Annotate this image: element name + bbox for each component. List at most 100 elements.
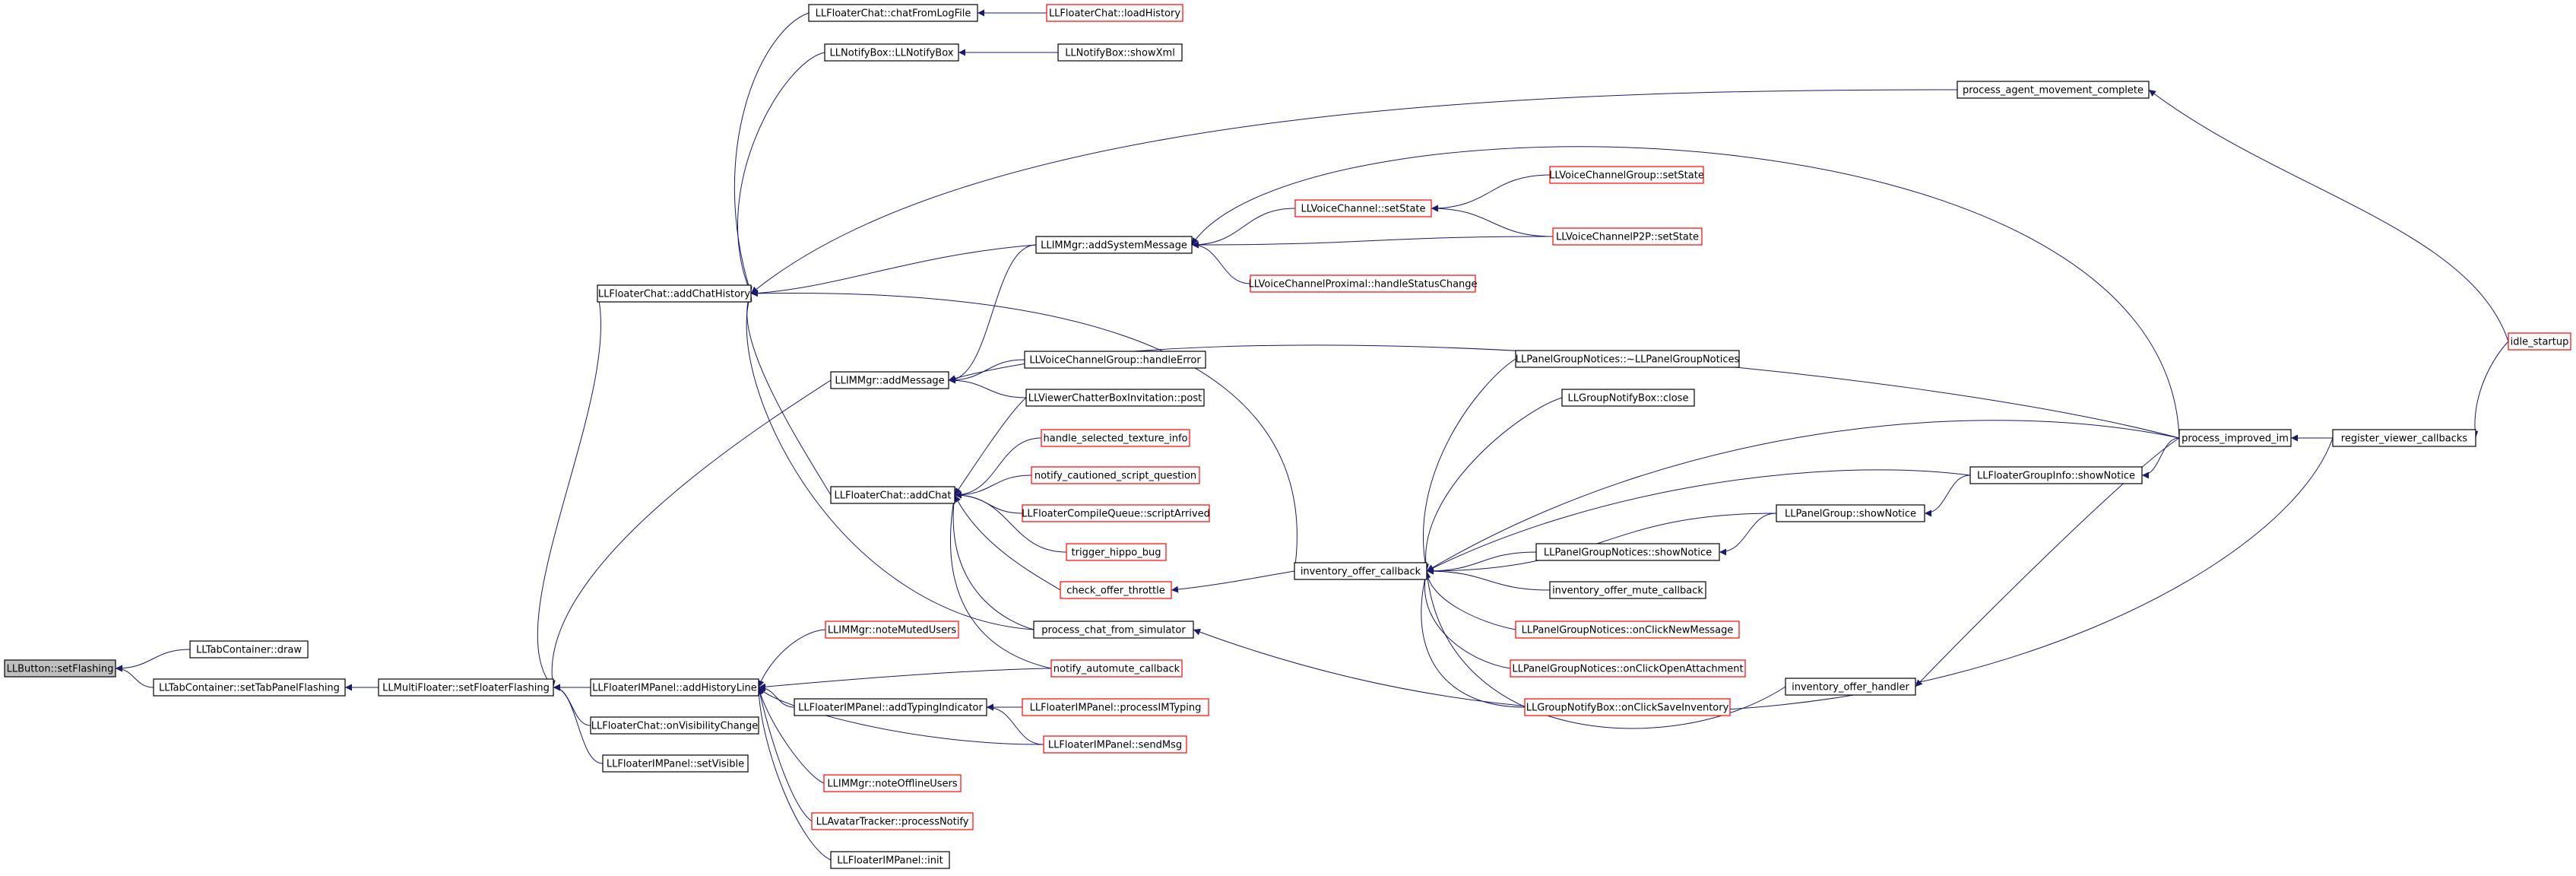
call-edge-n34-to-n7 bbox=[755, 687, 832, 861]
call-edge-n43-to-n35 bbox=[1426, 513, 1777, 575]
function-node[interactable]: LLFloaterChat::addChat bbox=[830, 486, 955, 504]
function-node[interactable]: LLGroupNotifyBox::close bbox=[1561, 389, 1695, 407]
function-node[interactable]: LLFloaterChat::chatFromLogFile bbox=[808, 4, 978, 22]
function-node-box bbox=[1250, 275, 1476, 293]
function-node-label: LLVoiceChannelGroup::setState bbox=[1549, 170, 1704, 182]
function-node-label: LLPanelGroupNotices::onClickOpenAttachme… bbox=[1512, 664, 1743, 675]
function-node[interactable]: LLFloaterIMPanel::addTypingIndicator bbox=[794, 698, 987, 716]
function-node-box bbox=[597, 284, 752, 303]
function-node[interactable]: handle_selected_texture_info bbox=[1041, 429, 1190, 447]
function-node[interactable]: LLVoiceChannelProximal::handleStatusChan… bbox=[1248, 275, 1478, 293]
function-node-label: LLButton::setFlashing bbox=[7, 664, 114, 675]
function-node[interactable]: process_agent_movement_complete bbox=[1957, 81, 2150, 99]
call-edge-n18-to-n14 bbox=[1191, 241, 1251, 284]
function-node-box bbox=[830, 371, 949, 389]
function-node[interactable]: LLFloaterChat::addChatHistory bbox=[597, 284, 752, 303]
function-node-box bbox=[1024, 351, 1206, 369]
function-node[interactable]: trigger_hippo_bug bbox=[1066, 543, 1167, 561]
function-node[interactable]: LLMultiFloater::setFloaterFlashing bbox=[378, 678, 554, 697]
function-node-box bbox=[1785, 678, 1916, 696]
function-node[interactable]: LLAvatarTracker::processNotify bbox=[811, 812, 974, 830]
function-node[interactable]: LLFloaterIMPanel::processIMTyping bbox=[1022, 698, 1209, 716]
call-edge-n44-to-n35 bbox=[1426, 469, 1971, 572]
edge-layer bbox=[115, 9, 2509, 861]
function-node-box bbox=[378, 678, 554, 697]
function-node-label: LLFloaterChat::chatFromLogFile bbox=[816, 8, 971, 20]
function-node[interactable]: LLIMMgr::addSystemMessage bbox=[1035, 236, 1193, 254]
call-edge-n10-to-n4 bbox=[734, 12, 810, 294]
function-node[interactable]: LLFloaterGroupInfo::showNotice bbox=[1969, 466, 2143, 484]
call-edge-n48-to-n4 bbox=[750, 89, 1958, 294]
function-node[interactable]: LLIMMgr::noteMutedUsers bbox=[825, 620, 959, 639]
function-node-label: LLNotifyBox::LLNotifyBox bbox=[830, 48, 954, 59]
function-node[interactable]: LLPanelGroupNotices::showNotice bbox=[1535, 543, 1720, 561]
function-node[interactable]: LLFloaterChat::loadHistory bbox=[1046, 4, 1183, 22]
function-node[interactable]: idle_startup bbox=[2508, 332, 2571, 351]
function-node[interactable]: LLNotifyBox::LLNotifyBox bbox=[824, 43, 959, 62]
function-node-box bbox=[1031, 466, 1200, 484]
function-node-box bbox=[823, 774, 962, 792]
call-edge-n33-to-n7 bbox=[756, 687, 813, 822]
function-node-box bbox=[2508, 332, 2571, 351]
function-node[interactable]: LLViewerChatterBoxInvitation::post bbox=[1025, 389, 1205, 407]
function-node[interactable]: LLVoiceChannelGroup::setState bbox=[1549, 166, 1704, 184]
function-node-box bbox=[590, 716, 759, 735]
function-node[interactable]: LLFloaterIMPanel::sendMsg bbox=[1043, 735, 1187, 754]
function-node[interactable]: LLPanelGroup::showNotice bbox=[1776, 504, 1925, 522]
function-node-label: LLIMMgr::addSystemMessage bbox=[1041, 240, 1187, 252]
function-node[interactable]: inventory_offer_callback bbox=[1294, 562, 1427, 580]
function-node[interactable]: LLPanelGroupNotices::~LLPanelGroupNotice… bbox=[1515, 350, 1740, 368]
function-node[interactable]: LLNotifyBox::showXml bbox=[1057, 43, 1183, 62]
function-node-box bbox=[1043, 735, 1187, 754]
function-node[interactable]: LLButton::setFlashing bbox=[4, 659, 116, 678]
function-node[interactable]: LLGroupNotifyBox::onClickSaveInventory bbox=[1524, 698, 1731, 716]
function-node[interactable]: LLTabContainer::draw bbox=[189, 640, 309, 659]
call-edge-n2-to-n0 bbox=[115, 665, 154, 688]
call-edge-n14-to-n5 bbox=[948, 244, 1037, 384]
function-node[interactable]: process_chat_from_simulator bbox=[1033, 620, 1194, 639]
function-node[interactable]: process_improved_im bbox=[2178, 429, 2292, 447]
function-node[interactable]: LLFloaterCompileQueue::scriptArrived bbox=[1022, 504, 1210, 522]
function-node-label: LLIMMgr::noteMutedUsers bbox=[828, 625, 957, 636]
call-edge-n14-to-n4 bbox=[750, 244, 1037, 297]
function-node[interactable]: notify_cautioned_script_question bbox=[1031, 466, 1200, 484]
call-edge-n49-to-n47 bbox=[2471, 341, 2509, 439]
function-node[interactable]: LLFloaterIMPanel::setVisible bbox=[602, 754, 749, 773]
call-edge-n29-to-n7 bbox=[758, 684, 795, 708]
function-node-box bbox=[830, 486, 955, 504]
function-node-label: LLFloaterIMPanel::addHistoryLine bbox=[592, 683, 757, 694]
function-node-box bbox=[1022, 504, 1210, 522]
function-node[interactable]: LLVoiceChannel::setState bbox=[1294, 199, 1432, 217]
function-node-label: LLGroupNotifyBox::close bbox=[1568, 393, 1689, 405]
call-edge-n19-to-n5 bbox=[948, 359, 1025, 384]
call-edge-n36-to-n35 bbox=[1421, 358, 1516, 572]
function-node[interactable]: LLIMMgr::addMessage bbox=[830, 371, 949, 389]
function-node[interactable]: inventory_offer_handler bbox=[1785, 678, 1916, 696]
call-edge-n15-to-n14 bbox=[1191, 208, 1296, 249]
function-node[interactable]: LLFloaterChat::onVisibilityChange bbox=[590, 716, 759, 735]
function-node[interactable]: LLFloaterIMPanel::init bbox=[830, 851, 950, 869]
function-node-label: LLVoiceChannel::setState bbox=[1301, 204, 1425, 215]
function-node-label: LLMultiFloater::setFloaterFlashing bbox=[382, 683, 550, 694]
function-node-label: LLPanelGroupNotices::~LLPanelGroupNotice… bbox=[1516, 354, 1740, 366]
function-node[interactable]: LLFloaterIMPanel::addHistoryLine bbox=[590, 678, 759, 697]
function-node-box bbox=[2178, 429, 2292, 447]
function-node[interactable]: LLIMMgr::noteOfflineUsers bbox=[823, 774, 962, 792]
function-node[interactable]: LLVoiceChannelGroup::handleError bbox=[1024, 351, 1206, 369]
function-node[interactable]: LLTabContainer::setTabPanelFlashing bbox=[153, 678, 346, 697]
function-node[interactable]: register_viewer_callbacks bbox=[2332, 429, 2476, 447]
function-node[interactable]: LLPanelGroupNotices::onClickOpenAttachme… bbox=[1510, 659, 1746, 678]
function-node[interactable]: check_offer_throttle bbox=[1060, 581, 1172, 599]
function-node[interactable]: notify_automute_callback bbox=[1050, 659, 1183, 678]
function-node-label: LLFloaterIMPanel::init bbox=[837, 855, 943, 867]
function-node-label: LLFloaterChat::addChatHistory bbox=[598, 289, 750, 300]
function-node-box bbox=[1035, 236, 1193, 254]
function-node[interactable]: inventory_offer_mute_callback bbox=[1549, 581, 1706, 599]
function-node[interactable]: LLPanelGroupNotices::onClickNewMessage bbox=[1515, 620, 1740, 639]
function-node-box bbox=[808, 4, 978, 22]
call-edge-n38-to-n35 bbox=[1426, 551, 1537, 575]
function-node-box bbox=[153, 678, 346, 697]
function-node[interactable]: LLVoiceChannelP2P::setState bbox=[1552, 227, 1703, 246]
function-node-label: LLGroupNotifyBox::onClickSaveInventory bbox=[1526, 703, 1729, 714]
function-node-box bbox=[1033, 620, 1194, 639]
